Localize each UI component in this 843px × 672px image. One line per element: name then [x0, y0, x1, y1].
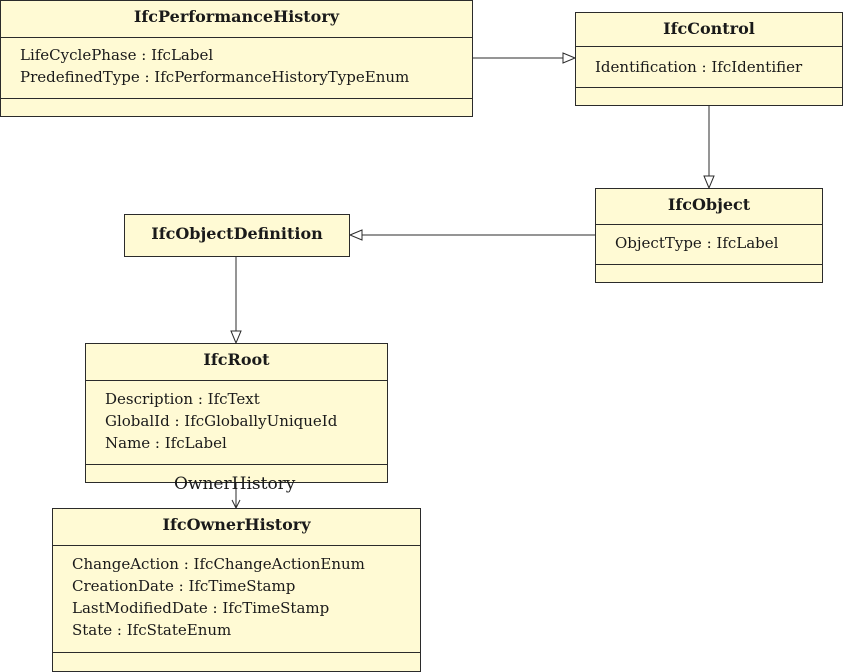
generalization-arrowhead	[703, 175, 715, 190]
class-operations	[53, 653, 420, 670]
class-attributes: Description : IfcText GlobalId : IfcGlob…	[86, 381, 387, 465]
attribute-lifecyclephase: LifeCyclePhase : IfcLabel	[20, 46, 214, 64]
class-attributes: LifeCyclePhase : IfcLabel PredefinedType…	[1, 38, 472, 99]
class-attributes: ObjectType : IfcLabel	[596, 225, 822, 265]
attribute-creationdate: CreationDate : IfcTimeStamp	[72, 577, 296, 595]
class-operations	[1, 99, 472, 116]
class-name: IfcPerformanceHistory	[1, 1, 472, 38]
attribute-identification: Identification : IfcIdentifier	[595, 58, 803, 76]
class-ifcperformancehistory[interactable]: IfcPerformanceHistory LifeCyclePhase : I…	[0, 0, 473, 117]
class-name: IfcOwnerHistory	[53, 509, 420, 546]
attribute-name: Name : IfcLabel	[105, 434, 227, 452]
association-label-ownerhistory: OwnerHistory	[174, 474, 296, 494]
attribute-description: Description : IfcText	[105, 390, 260, 408]
attribute-changeaction: ChangeAction : IfcChangeActionEnum	[72, 555, 365, 573]
generalization-arrowhead	[562, 52, 577, 64]
class-name: IfcObject	[596, 189, 822, 225]
class-attributes: Identification : IfcIdentifier	[576, 47, 842, 88]
generalization-arrowhead	[348, 229, 363, 241]
generalization-arrowhead	[230, 330, 242, 345]
class-ifcobjectdefinition[interactable]: IfcObjectDefinition	[124, 214, 350, 257]
class-ifccontrol[interactable]: IfcControl Identification : IfcIdentifie…	[575, 12, 843, 106]
class-ifcownerhistory[interactable]: IfcOwnerHistory ChangeAction : IfcChange…	[52, 508, 421, 672]
class-operations	[596, 265, 822, 282]
class-name: IfcControl	[576, 13, 842, 47]
class-name: IfcRoot	[86, 344, 387, 381]
attribute-globalid: GlobalId : IfcGloballyUniqueId	[105, 412, 338, 430]
attribute-lastmodifieddate: LastModifiedDate : IfcTimeStamp	[72, 599, 330, 617]
attribute-state: State : IfcStateEnum	[72, 621, 232, 639]
class-attributes: ChangeAction : IfcChangeActionEnum Creat…	[53, 546, 420, 653]
class-ifcroot[interactable]: IfcRoot Description : IfcText GlobalId :…	[85, 343, 388, 483]
attribute-predefinedtype: PredefinedType : IfcPerformanceHistoryTy…	[20, 68, 410, 86]
class-operations	[576, 88, 842, 105]
class-name: IfcObjectDefinition	[151, 224, 323, 243]
attribute-objecttype: ObjectType : IfcLabel	[615, 234, 779, 252]
class-ifcobject[interactable]: IfcObject ObjectType : IfcLabel	[595, 188, 823, 283]
